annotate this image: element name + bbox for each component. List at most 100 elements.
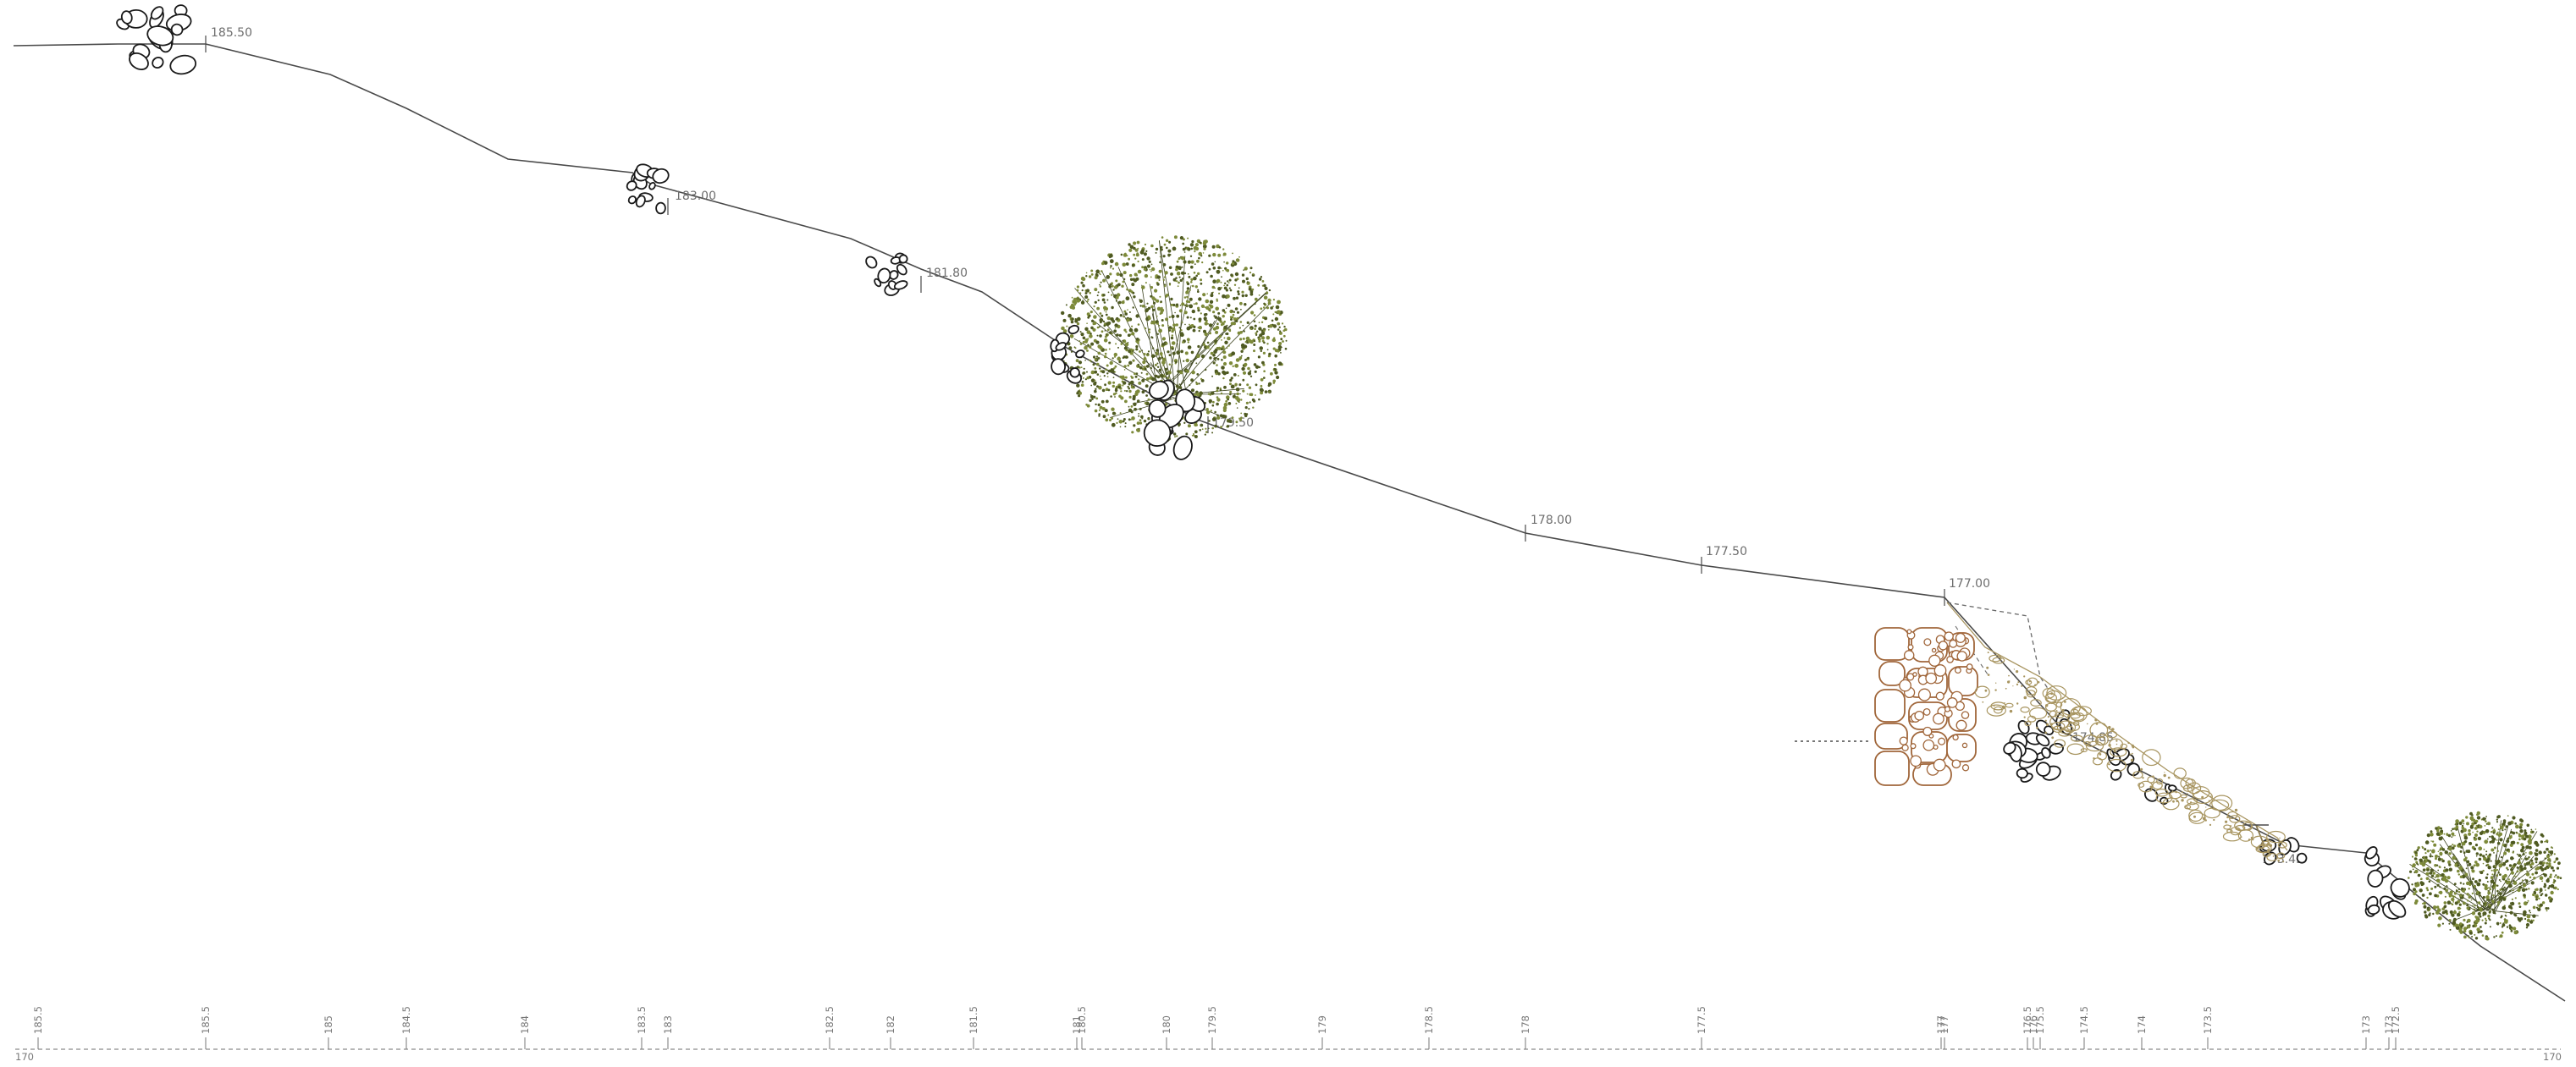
debris-pebble [2224,825,2231,829]
leaf [2506,839,2509,843]
leaf [1101,262,1105,266]
leaf [1212,417,1216,421]
leaf [1196,354,1200,358]
wall-rubble [1933,759,1945,771]
leaf [1113,393,1116,395]
debris-speck [2114,750,2116,752]
debris-speck [2087,723,2088,725]
leaf [1105,336,1107,338]
leaf [1190,360,1192,362]
leaf [2421,882,2425,886]
leaf [1169,283,1171,285]
leaf [1237,290,1239,293]
leaf [1106,372,1108,374]
leaf [1118,301,1122,305]
debris-speck [2016,670,2018,673]
leaf [1241,291,1244,294]
leaf [2474,920,2478,923]
leaf [1110,259,1114,263]
leaf [1189,305,1190,306]
leaf [2408,877,2410,879]
leaf [1247,393,1249,395]
leaf [2526,923,2529,927]
leaf [1242,379,1244,382]
leaf [2529,877,2532,879]
leaf [2557,867,2559,870]
leaf [2502,932,2504,934]
leaf [2433,905,2436,909]
leaf [1280,352,1282,354]
leaf [2442,877,2446,882]
leaf [1098,352,1101,355]
ground-tick-label: 175.5 [2034,1006,2046,1034]
leaf [2549,899,2552,903]
leaf [1100,312,1102,315]
leaf [1242,390,1244,393]
leaf [1134,258,1136,260]
wall-rubble [1933,713,1944,723]
leaf [1179,309,1183,312]
leaf [2428,914,2430,916]
leaf [1193,277,1197,281]
leaf [1263,284,1266,287]
leaf [2503,825,2505,827]
leaf [1209,310,1211,311]
leaf [2479,879,2481,882]
leaf [2512,899,2513,900]
leaf [2504,887,2506,888]
leaf [2491,849,2494,852]
leaf [1095,404,1096,405]
leaf [1217,317,1222,322]
leaf [1254,327,1256,330]
ground-tick-label: 184.5 [400,1006,412,1034]
leaf [1106,311,1107,313]
leaf [2450,910,2453,914]
leaf [1214,411,1216,414]
leaf [2482,855,2485,857]
leaf [1086,371,1088,373]
wall-rubble [1900,679,1911,690]
leaf [2503,852,2507,855]
leaf [1244,330,1245,332]
leaf [2470,825,2474,828]
debris-speck [2210,795,2212,797]
leaf [1147,265,1150,268]
leaf [2442,923,2444,925]
leaf [1112,382,1115,384]
wall-rubble [1902,745,1908,751]
leaf [2493,869,2496,872]
debris-speck [1988,674,1990,676]
leaf [1231,385,1235,389]
leaf [2437,924,2441,927]
leaf [1115,343,1117,344]
debris-speck [2024,717,2026,718]
leaf [1205,369,1206,371]
leaf [1213,315,1215,316]
leaf [2424,916,2428,919]
leaf [1210,294,1213,297]
leaf [2445,850,2448,854]
leaf [1226,347,1227,349]
leaf [1150,277,1152,278]
leaf [1139,305,1141,306]
leaf [1076,392,1078,394]
elevation-label: 183.00 [675,190,716,203]
leaf [1233,366,1234,367]
leaf [1198,257,1200,260]
leaf [1263,377,1266,379]
leaf [2458,891,2460,893]
leaf [2425,840,2430,844]
leaf [1194,430,1198,433]
leaf [1244,303,1246,305]
leaf [1163,255,1166,257]
debris-speck [2029,680,2031,682]
leaf [1243,338,1245,340]
leaf [2550,850,2554,855]
leaf [1167,250,1171,253]
leaf [2436,879,2441,883]
leaf [2444,866,2446,868]
leaf [1190,278,1193,281]
leaf [2452,895,2453,897]
leaf [1191,261,1194,264]
